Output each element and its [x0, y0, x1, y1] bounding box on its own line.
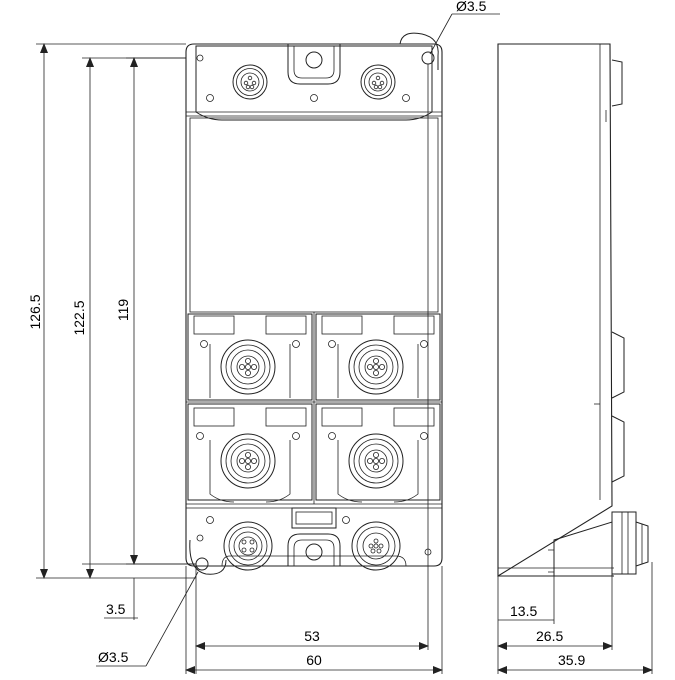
- dim-width-holes: 53: [304, 628, 320, 644]
- dim-width-overall: 60: [306, 652, 322, 668]
- dim-side-body: 26.5: [536, 628, 563, 644]
- side-view: [497, 43, 649, 577]
- dim-hole-bottom: Ø3.5: [98, 649, 129, 665]
- dim-side-connector: 13.5: [510, 603, 537, 619]
- dim-side-overall: 35.9: [558, 652, 585, 668]
- front-view: [185, 32, 443, 575]
- dimension-lines: [36, 13, 653, 674]
- dim-offset-bottom: 3.5: [106, 601, 126, 617]
- dim-height-mid: 122.5: [71, 300, 87, 335]
- dim-height-inner: 119: [115, 299, 131, 322]
- dim-height-overall: 126.5: [27, 294, 43, 329]
- dim-hole-top: Ø3.5: [456, 0, 487, 14]
